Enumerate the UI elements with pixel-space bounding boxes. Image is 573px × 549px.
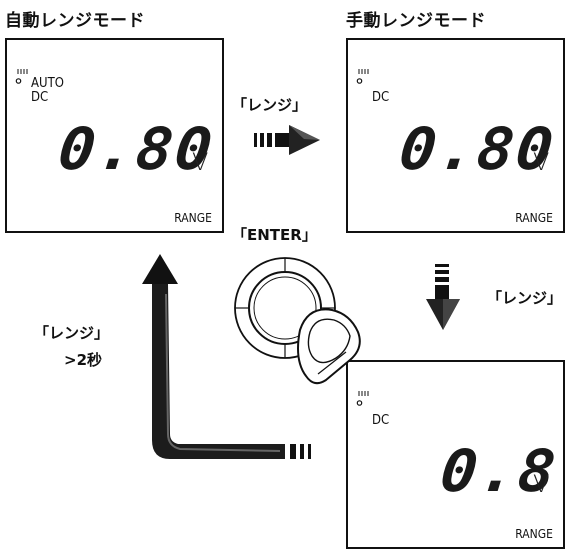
auto-range-display: AUTO DC 0.80 V RANGE — [5, 38, 224, 233]
probe-icon — [356, 391, 369, 406]
probe-icon — [356, 69, 369, 84]
dc-indicator: DC — [372, 90, 390, 105]
manual-range-display: DC 0.80 V RANGE — [346, 38, 565, 233]
rotary-knob-icon — [234, 257, 361, 385]
unit-label: V — [192, 148, 209, 176]
return-arrow-icon — [142, 254, 311, 459]
range-indicator: RANGE — [515, 527, 553, 541]
range-key-label-top: 「レンジ」 — [232, 96, 308, 114]
probe-icon — [15, 69, 28, 84]
hold-time-label: >2秒 — [64, 351, 103, 369]
range-key-label-left: 「レンジ」 — [34, 324, 110, 342]
unit-label: V — [533, 470, 550, 498]
auto-indicator: AUTO — [31, 76, 64, 91]
dc-indicator: DC — [372, 413, 390, 428]
finger-icon — [297, 308, 361, 385]
enter-key-label: 「ENTER」 — [232, 226, 317, 244]
range-indicator: RANGE — [174, 211, 212, 225]
manual-range-display-lower: DC 0.8 V RANGE — [346, 360, 565, 549]
range-key-label-right: 「レンジ」 — [487, 289, 563, 307]
auto-mode-title: 自動レンジモード — [5, 11, 145, 31]
unit-label: V — [533, 148, 550, 176]
range-indicator: RANGE — [515, 211, 553, 225]
dc-indicator: DC — [31, 90, 49, 105]
right-arrow-icon — [254, 125, 320, 155]
down-arrow-icon — [426, 264, 460, 330]
manual-mode-title: 手動レンジモード — [346, 11, 486, 31]
